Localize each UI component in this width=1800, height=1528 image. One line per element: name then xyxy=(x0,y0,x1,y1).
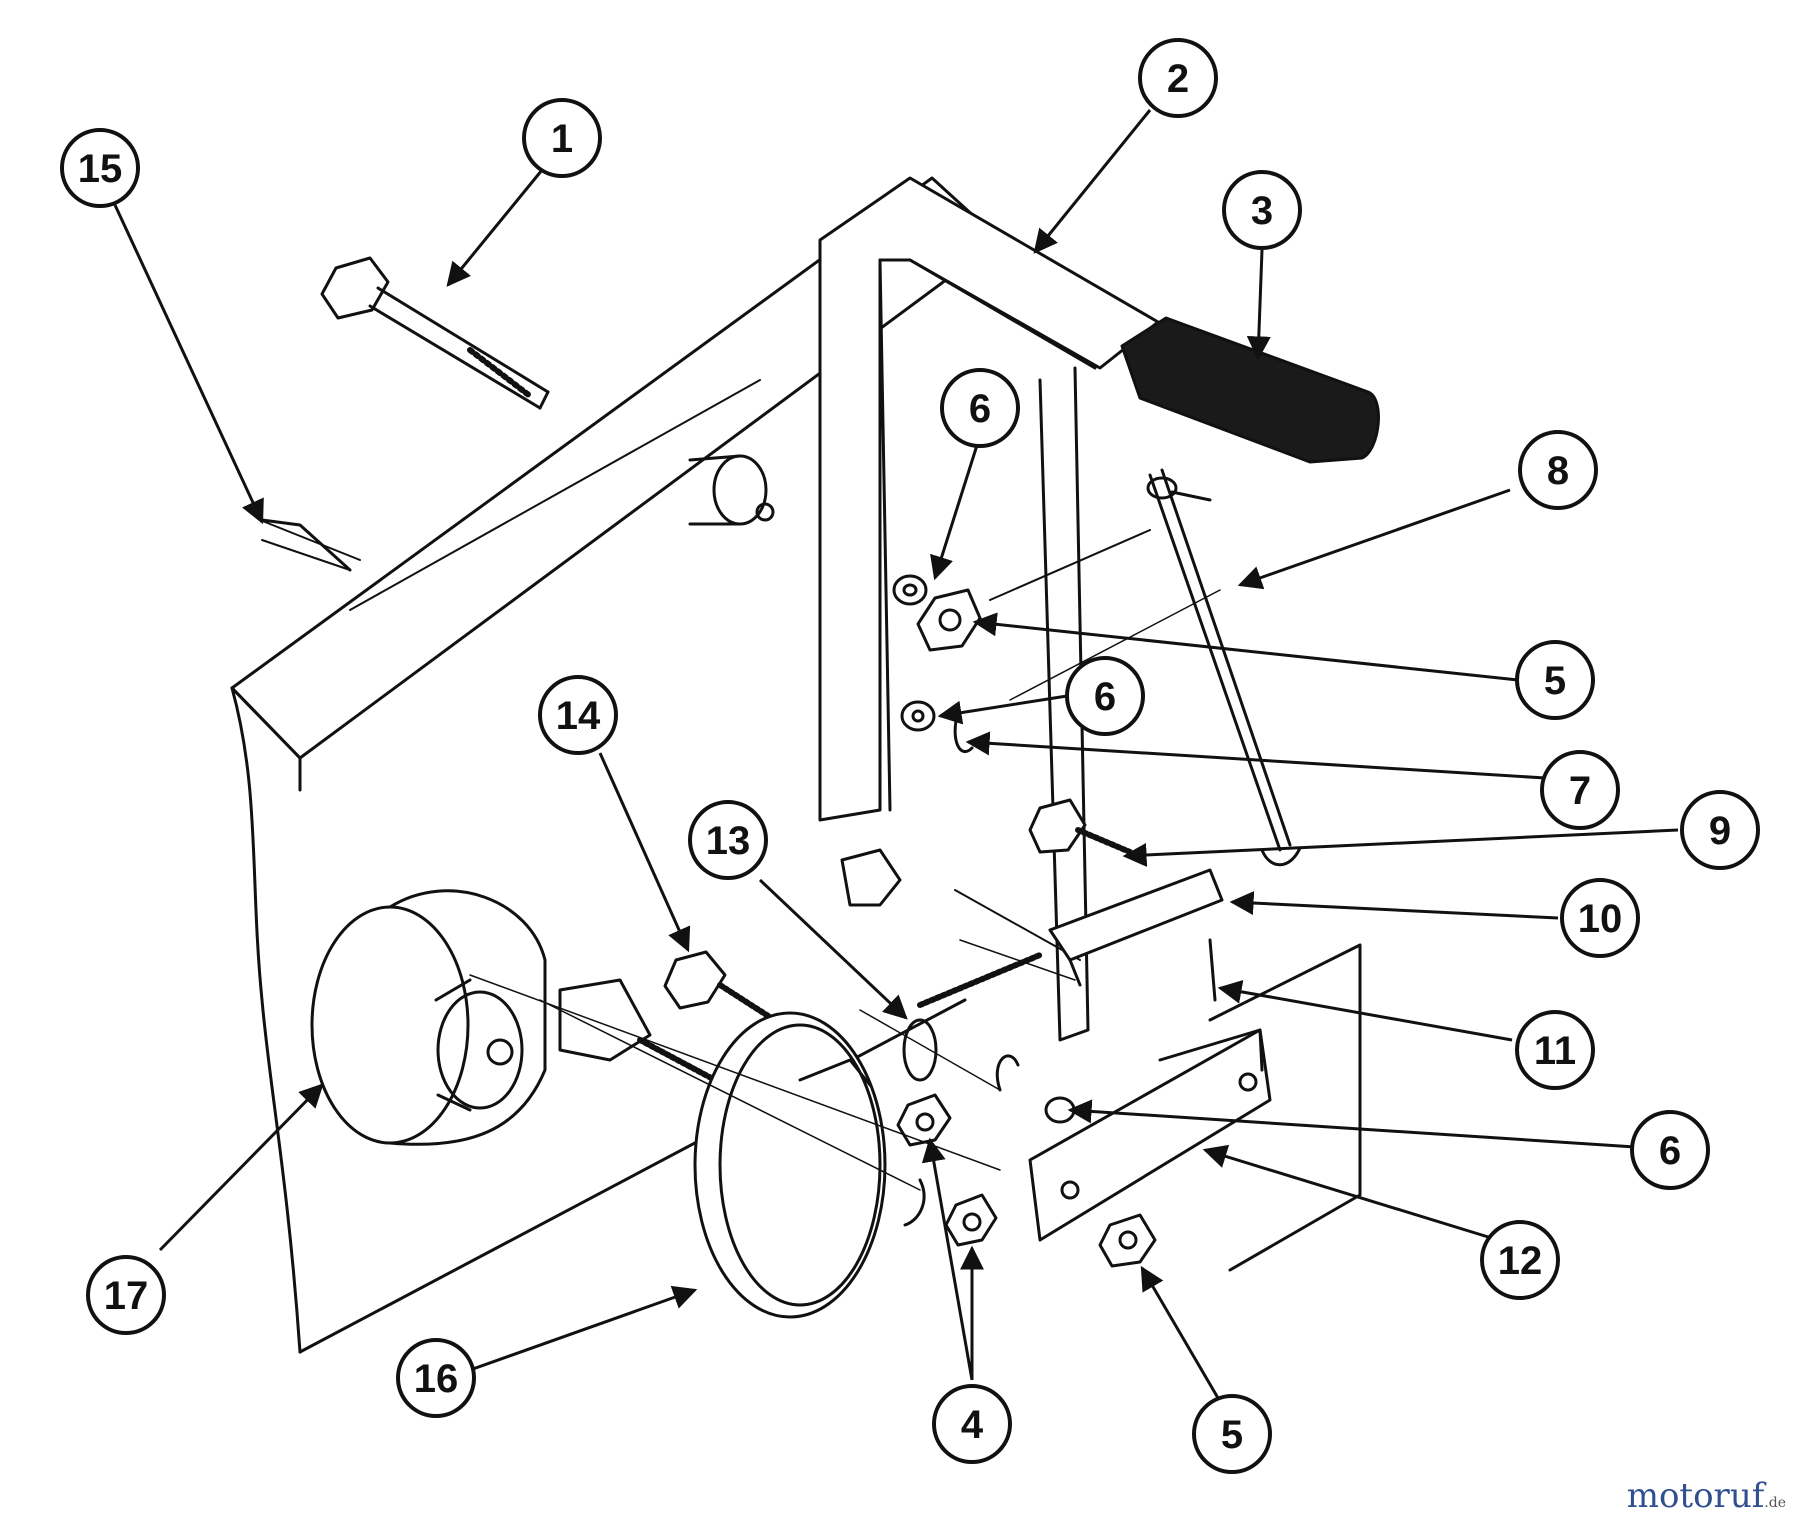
leader-17 xyxy=(158,1083,324,1252)
assembly-lines xyxy=(469,589,1221,1191)
leader-8 xyxy=(1237,488,1511,590)
callout-17: 17 xyxy=(86,1255,166,1335)
leader-1 xyxy=(446,169,544,287)
leader-6b xyxy=(937,694,1068,725)
callout-number: 6 xyxy=(1659,1129,1681,1173)
callout-11: 11 xyxy=(1515,1010,1595,1090)
leader-7 xyxy=(965,731,1546,780)
callout-number: 11 xyxy=(1534,1029,1576,1073)
leader-5a xyxy=(972,612,1519,682)
leader-16 xyxy=(469,1285,698,1372)
callout-5: 5 xyxy=(1515,640,1595,720)
callout-number: 4 xyxy=(961,1403,984,1447)
callout-circle xyxy=(86,1255,166,1335)
callout-6: 6 xyxy=(940,368,1020,448)
callout-number: 3 xyxy=(1251,189,1273,233)
callout-number: 14 xyxy=(556,694,601,738)
callout-circle xyxy=(940,368,1020,448)
callout-circle xyxy=(1630,1110,1710,1190)
leader-4a xyxy=(921,1137,974,1381)
leader-6c xyxy=(1067,1099,1636,1149)
leader-14 xyxy=(598,752,691,953)
callout-5: 5 xyxy=(1192,1394,1272,1474)
callout-circle xyxy=(396,1338,476,1418)
callout-circle xyxy=(538,675,618,755)
callout-4: 4 xyxy=(932,1384,1012,1464)
callout-circle xyxy=(1560,878,1640,958)
callout-12: 12 xyxy=(1480,1220,1560,1300)
callout-1: 1 xyxy=(522,98,602,178)
leader-12 xyxy=(1202,1144,1499,1242)
frame-plate xyxy=(230,176,1002,1354)
callout-number: 5 xyxy=(1544,659,1566,703)
callout-circle xyxy=(522,98,602,178)
long-bolt xyxy=(320,256,550,410)
callout-3: 3 xyxy=(1222,170,1302,250)
callout-circle xyxy=(1680,790,1760,870)
callout-circle xyxy=(1138,38,1218,118)
callout-2: 2 xyxy=(1138,38,1218,118)
callout-circle xyxy=(1518,430,1598,510)
callout-number: 13 xyxy=(706,819,751,863)
leader-6a xyxy=(930,441,980,581)
callout-number: 1 xyxy=(551,117,573,161)
leader-5b xyxy=(1140,1265,1220,1399)
callout-number: 17 xyxy=(104,1274,149,1318)
callout-circle xyxy=(1515,640,1595,720)
callout-number: 8 xyxy=(1547,449,1569,493)
callout-circle xyxy=(932,1384,1012,1464)
brake-band xyxy=(693,1011,926,1319)
callout-13: 13 xyxy=(688,800,768,880)
callout-circle xyxy=(1222,170,1302,250)
callout-15: 15 xyxy=(60,128,140,208)
callout-circle xyxy=(60,128,140,208)
callout-number: 15 xyxy=(78,147,123,191)
callout-circle xyxy=(688,800,768,880)
callout-number: 12 xyxy=(1498,1239,1543,1283)
callout-8: 8 xyxy=(1518,430,1598,510)
callout-circle xyxy=(1065,656,1145,736)
watermark-suffix: .de xyxy=(1764,1495,1786,1511)
connecting-rod xyxy=(1146,468,1302,867)
callout-circle xyxy=(1515,1010,1595,1090)
callout-number: 6 xyxy=(1094,675,1116,719)
callout-circle xyxy=(1192,1394,1272,1474)
callout-7: 7 xyxy=(1540,750,1620,830)
callout-10: 10 xyxy=(1560,878,1640,958)
leader-13 xyxy=(758,878,908,1020)
lower-nuts xyxy=(896,1093,1157,1268)
clevis-pin xyxy=(840,848,1217,1082)
clutch-drum xyxy=(310,889,547,1146)
leader-2 xyxy=(1033,109,1152,254)
callout-6: 6 xyxy=(1630,1110,1710,1190)
callout-number: 6 xyxy=(969,387,991,431)
callout-number: 16 xyxy=(414,1357,459,1401)
lever-hardware xyxy=(892,574,982,753)
leader-15 xyxy=(113,204,264,525)
callout-number: 2 xyxy=(1167,57,1189,101)
watermark-text: motoruf xyxy=(1626,1476,1765,1516)
small-bolt-bracket xyxy=(1028,798,1224,987)
callout-6: 6 xyxy=(1065,656,1145,736)
watermark: motoruf.de xyxy=(1627,1476,1786,1516)
callout-16: 16 xyxy=(396,1338,476,1418)
callout-circle xyxy=(1540,750,1620,830)
support-spacer xyxy=(260,454,775,572)
callout-number: 5 xyxy=(1221,1413,1243,1457)
callout-circle xyxy=(1480,1220,1560,1300)
callout-number: 7 xyxy=(1569,769,1591,813)
leader-3 xyxy=(1246,249,1271,361)
leader-9 xyxy=(1122,828,1679,867)
callout-14: 14 xyxy=(538,675,618,755)
callout-9: 9 xyxy=(1680,790,1760,870)
callout-number: 9 xyxy=(1709,809,1731,853)
lower-bracket xyxy=(995,943,1362,1272)
pedal-pad xyxy=(1120,316,1380,464)
leader-11 xyxy=(1217,979,1513,1042)
callout-number: 10 xyxy=(1578,897,1623,941)
leader-10 xyxy=(1229,891,1559,920)
